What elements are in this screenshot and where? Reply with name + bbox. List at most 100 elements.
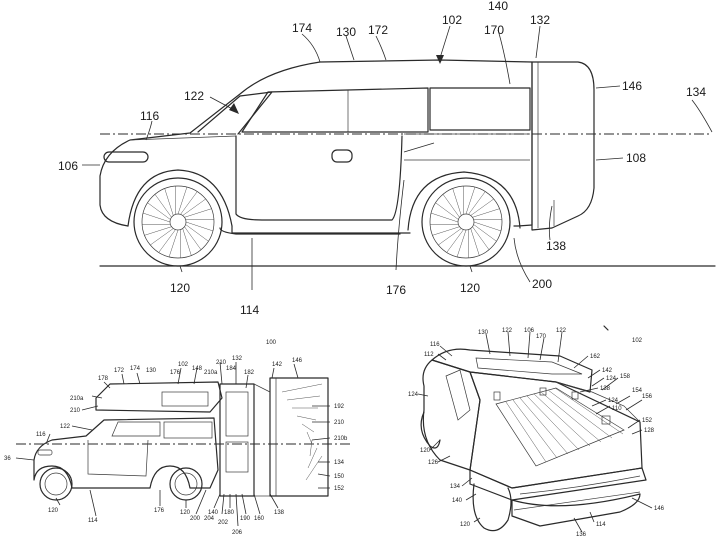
top-vehicle-figure: 174 130 172 102 140 132 170 146 134 108 … — [58, 0, 716, 317]
drawing-stroke — [306, 431, 313, 445]
bl-ref-210-left: 210 — [70, 408, 81, 414]
reference-numerals-bl: 100 102 148 210 132 142 146 178 172 174 … — [4, 340, 348, 536]
br-ref-138: 138 — [600, 386, 611, 392]
drawing-stroke — [147, 202, 171, 220]
bl-ref-210: 210 — [216, 360, 227, 366]
drawing-stroke — [435, 202, 459, 220]
drawing-stroke — [456, 229, 467, 257]
br-ref-136: 136 — [576, 532, 587, 538]
drawing-stroke — [185, 221, 213, 232]
door-panel — [235, 135, 403, 221]
bl-ref-192: 192 — [334, 404, 345, 410]
drawing-stroke — [184, 208, 212, 218]
front-wheel — [133, 177, 223, 267]
ref-120-front: 120 — [170, 281, 190, 295]
bl-ref-116: 116 — [36, 432, 46, 438]
br-ref-124-a: 124 — [606, 376, 617, 382]
drawing-stroke — [182, 198, 206, 216]
bl-ref-130: 130 — [146, 368, 157, 374]
rear-wheel — [421, 177, 511, 267]
br-ref-116: 116 — [430, 342, 440, 348]
drawing-stroke — [473, 224, 497, 242]
drawing-stroke — [164, 188, 174, 216]
br-ref-120-a: 120 — [420, 448, 431, 454]
bl-ref-132: 132 — [232, 356, 243, 362]
bl-ref-160: 160 — [254, 516, 265, 522]
br-ref-112: 112 — [424, 352, 434, 358]
ref-134: 134 — [686, 85, 706, 99]
drawing-stroke — [470, 198, 494, 216]
drawing-stroke — [158, 229, 176, 253]
bl-ref-210b: 210b — [334, 436, 348, 442]
drawing-stroke — [452, 188, 462, 216]
leader-lines-top — [82, 25, 713, 290]
drawing-stroke — [547, 389, 613, 439]
drawing-stroke — [184, 226, 202, 250]
ref-172: 172 — [368, 23, 388, 37]
bl-ref-202: 202 — [218, 520, 229, 526]
drawing-stroke — [307, 447, 318, 469]
drawing-stroke — [470, 228, 480, 256]
drawing-stroke — [533, 393, 591, 447]
vehicle-body-outline — [99, 59, 533, 234]
ref-116: 116 — [140, 109, 159, 123]
drawing-stroke — [432, 226, 460, 236]
drawing-stroke — [446, 229, 464, 253]
bl-frame-column — [219, 383, 255, 497]
bl-ref-36: 36 — [4, 456, 11, 462]
bl-ref-182: 182 — [244, 370, 255, 376]
drawing-stroke — [519, 397, 569, 455]
bl-ref-210a-1: 210a — [204, 370, 218, 376]
reference-numerals-br: 116 112 130 122 106 170 122 102 162 142 … — [408, 328, 665, 538]
drawing-stroke — [180, 191, 198, 215]
drawing-stroke — [296, 415, 317, 421]
bl-roof-topper — [95, 381, 223, 413]
drawing-stroke — [309, 439, 313, 457]
br-ref-140: 140 — [452, 498, 463, 504]
ref-176: 176 — [386, 283, 406, 297]
drawing-stroke — [505, 401, 547, 463]
br-rear-wheel — [472, 483, 512, 532]
bl-ref-148: 148 — [192, 366, 203, 372]
arrow-head-122 — [229, 103, 239, 114]
door-handle — [331, 149, 353, 163]
ref-174: 174 — [292, 21, 312, 35]
bl-ref-142: 142 — [272, 362, 283, 368]
drawing-stroke — [150, 228, 174, 246]
bl-ref-206: 206 — [232, 530, 243, 536]
br-ref-156: 156 — [642, 394, 653, 400]
drawing-stroke — [154, 194, 172, 218]
br-ref-120-b: 120 — [460, 522, 471, 528]
br-ref-106: 106 — [524, 328, 535, 334]
drawing-stroke — [465, 187, 476, 215]
bl-ref-210-right: 210 — [334, 420, 345, 426]
arrow-head-102 — [436, 55, 444, 64]
br-ref-110: 110 — [612, 406, 622, 412]
bl-ref-180: 180 — [224, 510, 235, 516]
br-ref-142: 142 — [602, 368, 613, 374]
bl-ref-150: 150 — [334, 474, 345, 480]
bl-ref-134: 134 — [334, 460, 345, 466]
bl-ref-190: 190 — [240, 516, 251, 522]
br-tailgate — [469, 467, 647, 501]
rear-wheel-arch — [407, 171, 521, 231]
drawing-stroke — [182, 228, 192, 256]
ref-106: 106 — [58, 159, 78, 173]
br-ref-114: 114 — [596, 522, 606, 528]
br-ref-102: 102 — [632, 338, 643, 344]
bl-ref-200: 200 — [190, 516, 201, 522]
rear-window — [429, 87, 531, 131]
br-front-wheel — [420, 411, 441, 449]
ref-114: 114 — [240, 303, 259, 317]
bl-ref-210a-2: 210a — [70, 396, 84, 402]
br-ref-130: 130 — [478, 330, 489, 336]
bl-ref-122: 122 — [60, 424, 71, 430]
br-ref-124-b: 124 — [608, 398, 619, 404]
drawing-stroke — [305, 455, 323, 481]
drawing-stroke — [526, 395, 580, 451]
drawing-stroke — [472, 208, 500, 218]
drawing-stroke — [473, 221, 501, 232]
ref-200: 200 — [532, 277, 552, 291]
drawing-stroke — [540, 391, 602, 443]
